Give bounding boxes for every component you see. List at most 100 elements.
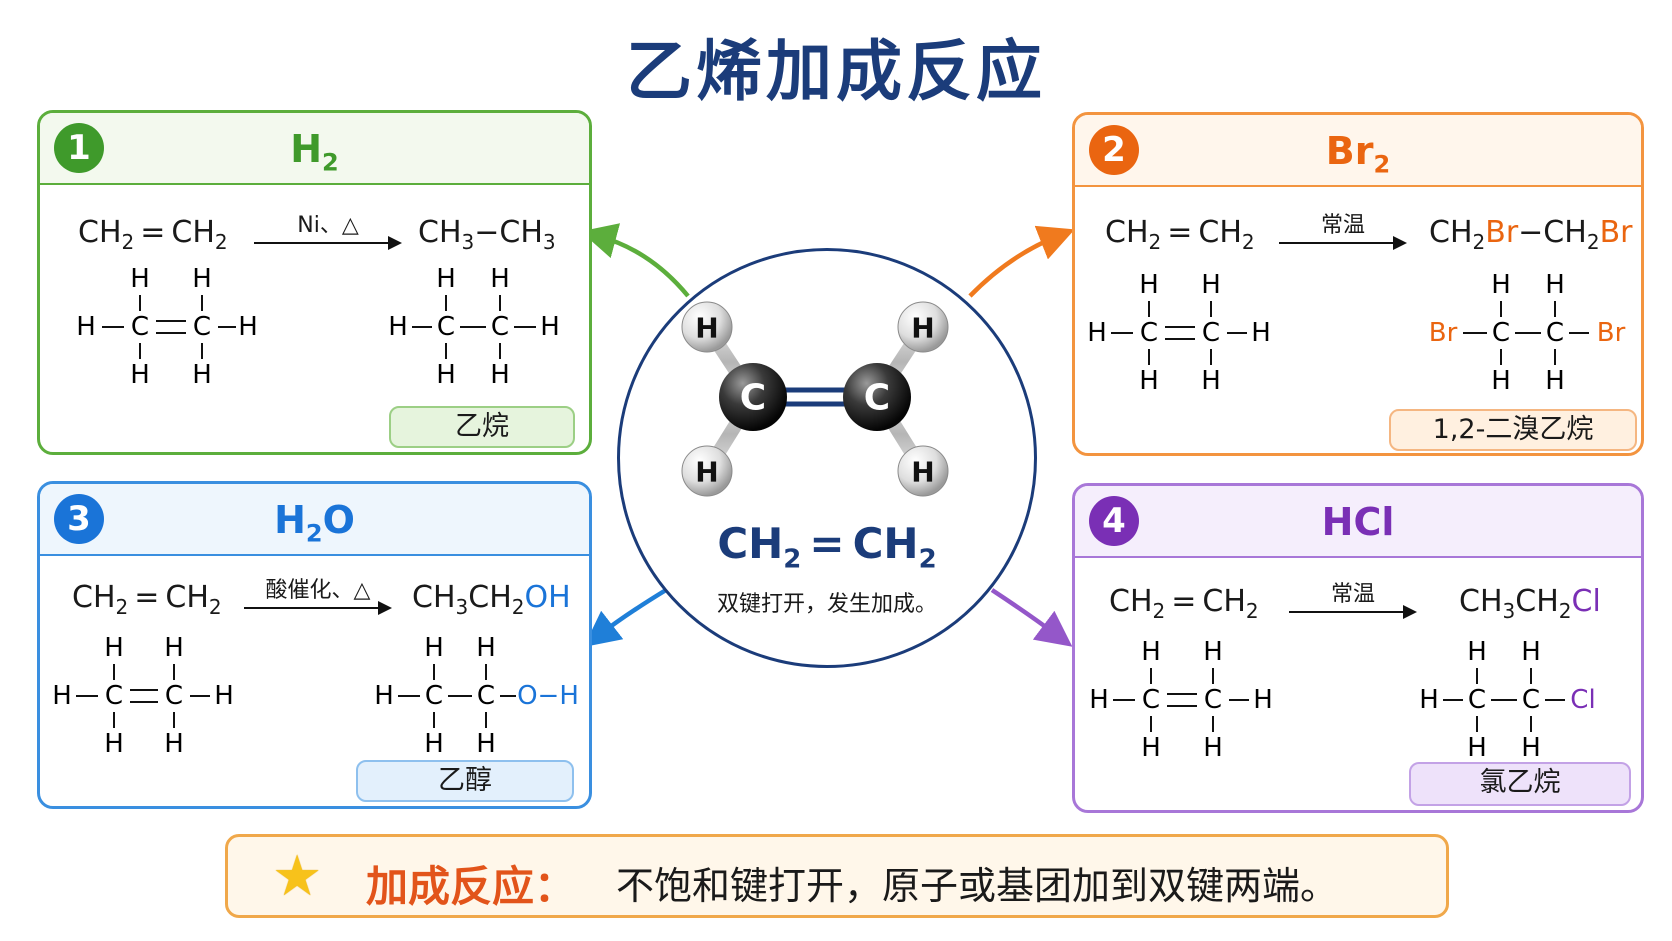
svg-text:H: H	[436, 264, 456, 294]
svg-text:H: H	[164, 729, 184, 759]
reaction-arrow: 常温	[1279, 213, 1407, 251]
svg-text:H: H	[1087, 318, 1107, 348]
svg-text:H: H	[1139, 270, 1159, 300]
svg-text:H: H	[192, 264, 212, 294]
svg-text:H: H	[911, 456, 934, 489]
center-molecule-panel: H H H H C C CH2=CH2 双键打开，发生加成。	[617, 248, 1037, 668]
svg-text:O−H: O−H	[517, 681, 579, 711]
summary-label: 加成反应：	[366, 862, 577, 911]
svg-text:C: C	[437, 312, 455, 342]
svg-text:C: C	[1140, 318, 1158, 348]
reactant-condensed-formula: CH2=CH2	[1105, 215, 1255, 254]
svg-text:C: C	[1204, 685, 1222, 715]
reagent-label: H2O	[274, 498, 355, 548]
reactant-condensed-formula: CH2=CH2	[78, 215, 228, 254]
svg-text:H: H	[104, 633, 124, 663]
product-condensed-formula: CH3CH2OH	[412, 580, 571, 619]
svg-text:C: C	[491, 312, 509, 342]
svg-text:H: H	[130, 264, 150, 294]
card-header: 2 Br2	[1075, 115, 1641, 187]
svg-text:H: H	[1545, 366, 1565, 396]
product-name: 乙烷	[389, 406, 575, 448]
svg-text:H: H	[238, 312, 258, 342]
svg-text:C: C	[1202, 318, 1220, 348]
step-number-badge: 4	[1089, 496, 1139, 546]
hydrogen-atom-bottom-left: H	[681, 445, 733, 497]
reaction-condition: 常温	[1330, 582, 1375, 607]
card-header: 1 H2	[40, 113, 589, 185]
svg-text:H: H	[1545, 270, 1565, 300]
product-condensed-formula: CH3−CH3	[418, 215, 556, 254]
svg-text:H: H	[192, 360, 212, 390]
svg-text:H: H	[1141, 733, 1161, 763]
reaction-arrow: 常温	[1289, 582, 1417, 620]
summary-banner: ★ 加成反应： 不饱和键打开，原子或基团加到双键两端。	[225, 834, 1449, 918]
reaction-condition: Ni、△	[297, 213, 359, 238]
svg-text:H: H	[490, 360, 510, 390]
svg-text:H: H	[540, 312, 560, 342]
svg-text:H: H	[1141, 637, 1161, 667]
svg-text:H: H	[104, 729, 124, 759]
svg-text:H: H	[695, 456, 718, 489]
svg-text:Cl: Cl	[1570, 685, 1595, 715]
svg-text:C: C	[131, 312, 149, 342]
svg-text:H: H	[436, 360, 456, 390]
reagent-label: Br2	[1325, 129, 1391, 179]
svg-text:H: H	[1491, 366, 1511, 396]
svg-text:H: H	[52, 681, 72, 711]
svg-text:H: H	[1201, 366, 1221, 396]
svg-text:C: C	[1468, 685, 1486, 715]
svg-text:H: H	[1203, 637, 1223, 667]
reaction-arrow: 酸催化、△	[244, 578, 392, 616]
svg-text:H: H	[911, 312, 934, 345]
svg-text:Br: Br	[1429, 318, 1458, 348]
hydrogen-atom-top-right: H	[897, 301, 949, 353]
step-number-badge: 1	[54, 123, 104, 173]
svg-text:H: H	[1089, 685, 1109, 715]
ethylene-ball-stick-model: H H H H C C	[681, 301, 949, 497]
reactant-condensed-formula: CH2=CH2	[72, 580, 222, 619]
product-name: 1,2-二溴乙烷	[1389, 409, 1637, 451]
svg-text:C: C	[425, 681, 443, 711]
svg-text:H: H	[424, 633, 444, 663]
svg-text:H: H	[424, 729, 444, 759]
carbon-atom-right: C	[843, 363, 911, 431]
svg-text:H: H	[130, 360, 150, 390]
svg-text:H: H	[1201, 270, 1221, 300]
hydrogen-atom-bottom-right: H	[897, 445, 949, 497]
star-icon: ★	[272, 844, 323, 909]
summary-text: 不饱和键打开，原子或基团加到双键两端。	[616, 864, 1339, 908]
svg-text:H: H	[164, 633, 184, 663]
svg-text:Br: Br	[1597, 318, 1626, 348]
product-name: 乙醇	[356, 760, 574, 802]
step-number-badge: 3	[54, 494, 104, 544]
svg-text:H: H	[695, 312, 718, 345]
product-name: 氯乙烷	[1409, 762, 1631, 806]
reagent-label: H2	[290, 127, 339, 177]
svg-text:C: C	[740, 378, 766, 419]
step-number-badge: 2	[1089, 125, 1139, 175]
svg-text:H: H	[1521, 733, 1541, 763]
product-condensed-formula: CH3CH2Cl	[1459, 584, 1601, 623]
svg-text:C: C	[1546, 318, 1564, 348]
svg-text:H: H	[1251, 318, 1271, 348]
svg-text:C: C	[1492, 318, 1510, 348]
svg-text:C: C	[864, 378, 890, 419]
svg-text:H: H	[1253, 685, 1273, 715]
svg-text:H: H	[1467, 733, 1487, 763]
svg-text:H: H	[1203, 733, 1223, 763]
ethylene-formula: CH2=CH2	[717, 519, 937, 575]
reagent-label: HCl	[1321, 500, 1395, 544]
svg-text:H: H	[388, 312, 408, 342]
card-header: 3 H2O	[40, 484, 589, 556]
